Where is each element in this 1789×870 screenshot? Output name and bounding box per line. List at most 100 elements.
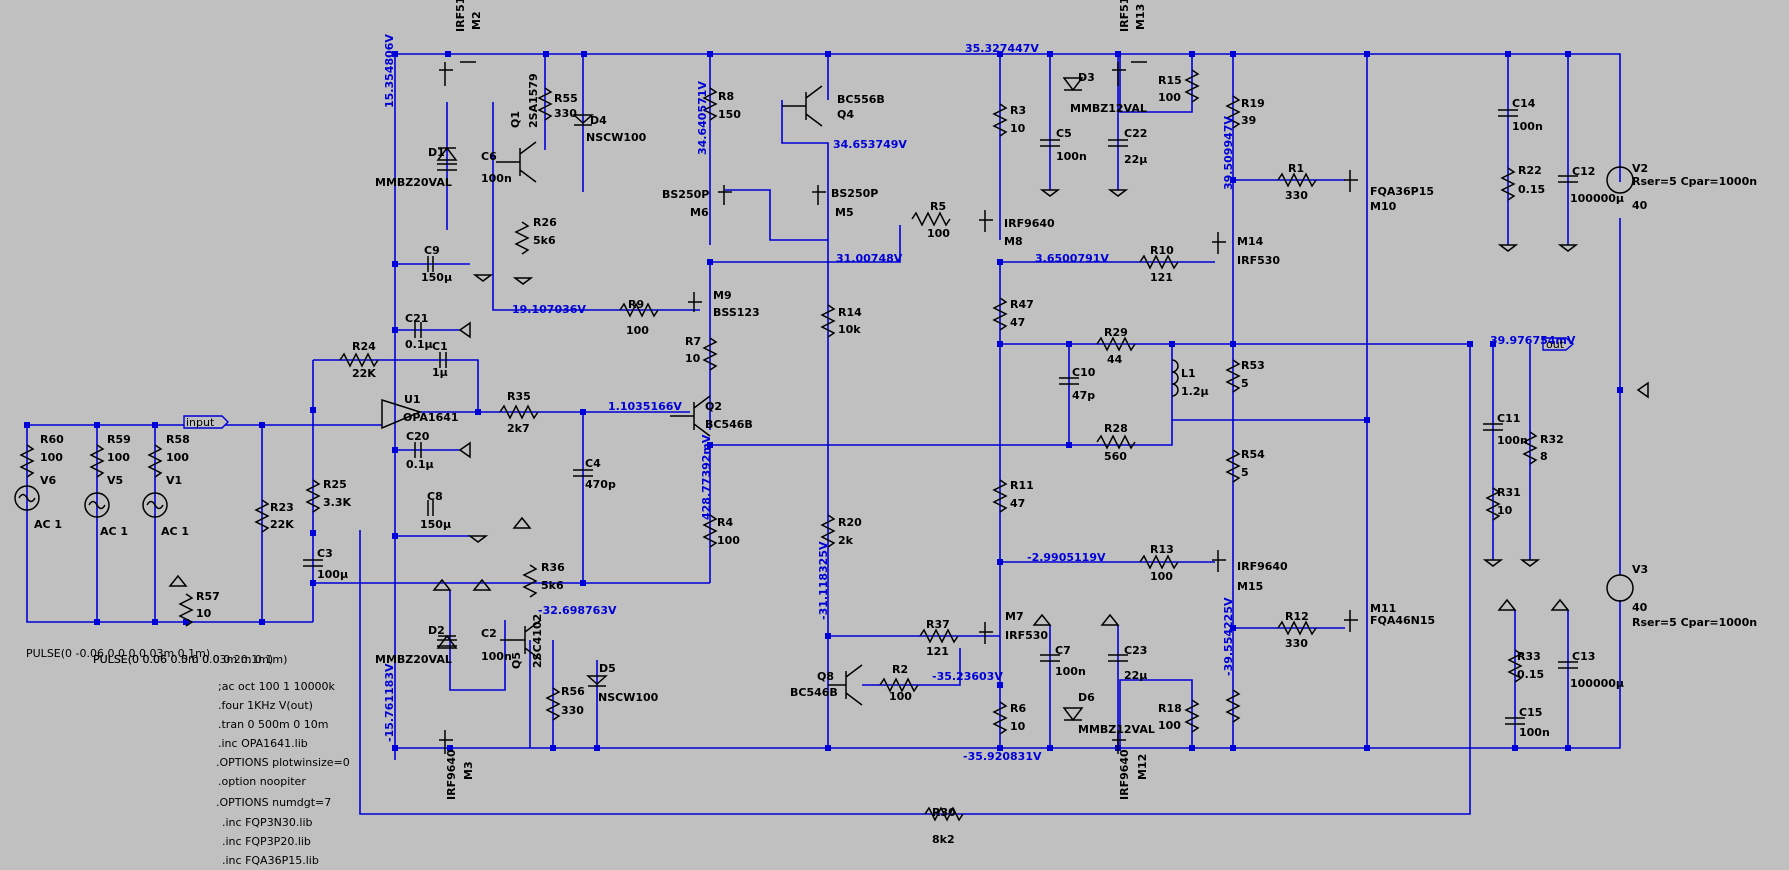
component-label: C10 (1072, 366, 1096, 379)
capacitor-c6 (437, 163, 457, 171)
component-label: 5 (1241, 377, 1249, 390)
component-label: D2 (428, 624, 445, 637)
component-label: 100000µ (1570, 677, 1624, 690)
component-label: C4 (585, 457, 601, 470)
component-label: R53 (1241, 359, 1265, 372)
resistor-r18 (1184, 699, 1200, 733)
resistor-r26 (514, 221, 530, 255)
component-label: Q1 (509, 111, 522, 128)
resistor-r23 (254, 499, 270, 533)
component-label: OPA1641 (403, 411, 459, 424)
component-label: 100n (1056, 150, 1087, 163)
component-label: Q2 (705, 400, 722, 413)
node-voltage-label: 39.976754mV (1490, 334, 1576, 347)
capacitor-c8 (427, 500, 434, 516)
resistor-r3 (992, 103, 1008, 137)
node-voltage-label: -31.118325V (817, 541, 830, 620)
mosfet-m8 (979, 210, 993, 232)
component-label: R13 (1150, 543, 1174, 556)
component-label: R10 (1150, 244, 1174, 257)
resistor-r20 (820, 514, 836, 548)
component-label: IRF510 (1118, 0, 1131, 32)
component-label: 44 (1107, 353, 1123, 366)
resistor-r55 (537, 87, 553, 121)
resistor-r59 (89, 444, 105, 478)
resistor-r28 (1096, 434, 1136, 450)
spice-directive: PULSE(0 -0.06 0 0 0 0.03m 0.1m) (26, 647, 210, 660)
resistor-r35 (499, 404, 539, 420)
diode-d2 (436, 634, 458, 649)
component-label: 100000µ (1570, 192, 1624, 205)
resistor-r10 (1139, 254, 1179, 270)
capacitor-c12 (1558, 175, 1578, 183)
led-d4 (572, 114, 594, 126)
component-label: IRF9640 (1118, 749, 1131, 800)
component-label: R60 (40, 433, 64, 446)
component-label: 1.2µ (1181, 385, 1209, 398)
component-label: R9 (628, 298, 644, 311)
component-label: C3 (317, 547, 333, 560)
component-label: 1µ (432, 366, 448, 379)
component-label: AC 1 (100, 525, 128, 538)
source-v5 (84, 492, 110, 518)
component-label: 100n (1512, 120, 1543, 133)
component-label: 100 (1158, 719, 1181, 732)
node-voltage-label: -2.9905119V (1027, 551, 1106, 564)
components (14, 61, 1649, 822)
bjt-q1 (496, 141, 537, 183)
resistor-r29 (1096, 336, 1136, 352)
component-label: R37 (926, 618, 950, 631)
component-label: 330 (554, 107, 577, 120)
component-label: M14 (1237, 235, 1264, 248)
spice-directives: PULSE(0 -0.06 0 0 0 0.03m 0.1m)PULSE(0 0… (26, 647, 350, 867)
component-label: R55 (554, 92, 578, 105)
component-label: AC 1 (161, 525, 189, 538)
resistor-r5 (911, 211, 951, 227)
component-label: R24 (352, 340, 376, 353)
component-label: R8 (718, 90, 734, 103)
component-label: 22µ (1124, 669, 1147, 682)
component-label: 47p (1072, 389, 1095, 402)
mosfet-m9 (688, 292, 702, 312)
node-voltage-label: 31.00748V (836, 252, 903, 265)
component-label: 0.1µ (405, 338, 433, 351)
component-label: 100 (1150, 570, 1173, 583)
component-label: L1 (1181, 367, 1196, 380)
component-label: NSCW100 (598, 691, 659, 704)
capacitor-c7 (1040, 654, 1060, 662)
component-label: R31 (1497, 486, 1521, 499)
mosfet-m14 (1212, 232, 1226, 254)
resistor-r9 (619, 302, 659, 318)
component-label: R28 (1104, 422, 1128, 435)
node-voltage-label: -39.554225V (1222, 597, 1235, 676)
resistor-r25 (305, 479, 321, 513)
capacitor-c22 (1108, 139, 1128, 147)
node-voltage-label: 19.107036V (512, 303, 586, 316)
component-label: R20 (838, 516, 862, 529)
component-label: IRF530 (1237, 254, 1280, 267)
component-label: 40 (1632, 601, 1648, 614)
component-label: Q8 (817, 670, 834, 683)
capacitor-c21 (414, 322, 422, 338)
component-label: R59 (107, 433, 131, 446)
mosfet-m12 (1112, 730, 1126, 754)
component-label: 3.3K (323, 496, 351, 509)
component-label: C9 (424, 244, 440, 257)
component-label: 22K (352, 367, 376, 380)
spice-directive: .inc FQP3P20.lib (222, 835, 311, 848)
resistor-r57 (178, 593, 194, 627)
component-label: BC546B (790, 686, 838, 699)
component-label: Rser=5 Cpar=1000n (1632, 175, 1757, 188)
component-label: C15 (1519, 706, 1542, 719)
component-label: 2k (838, 534, 854, 547)
component-label: V6 (40, 474, 57, 487)
node-voltage-label: 34.653749V (833, 138, 907, 151)
component-label: R57 (196, 590, 220, 603)
resistor-r8 (702, 87, 718, 121)
component-label: 10k (838, 323, 861, 336)
resistor-r33 (1507, 649, 1523, 683)
component-label: 560 (1104, 450, 1127, 463)
component-label: M10 (1370, 200, 1397, 213)
junction-dots (24, 51, 1623, 751)
capacitor-c3 (303, 559, 323, 567)
